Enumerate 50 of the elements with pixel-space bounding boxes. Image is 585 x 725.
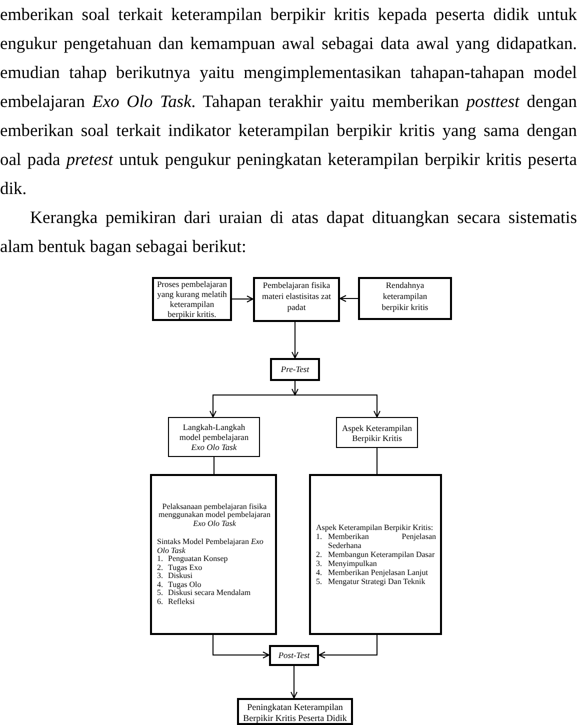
process-box: [150, 474, 277, 635]
paragraph-line: embelajaran Exo Olo Task. Tahapan terakhir yaitu memberikan posttest dengan: [0, 90, 577, 113]
arrow: [292, 322, 298, 358]
process-box: [269, 645, 319, 666]
list-item: 5. Mengatur Strategi Dan Teknik: [316, 577, 426, 586]
list-item: 2. Membangun Keterampilan Dasar: [316, 550, 436, 559]
paragraph-line: emberikan soal terkait keterampilan berpikir kritis kepada peserta didik untuk: [0, 3, 577, 26]
list-item: 1. Penguatan Konsep: [157, 555, 229, 564]
process-box: [358, 277, 452, 320]
paragraph-line: alam bentuk bagan sebagai berikut:: [0, 235, 248, 258]
connector-line: [376, 448, 378, 474]
arrow: [212, 634, 270, 658]
arrow: [232, 296, 254, 302]
arrow: [292, 380, 298, 396]
arrow: [210, 394, 296, 418]
arrow: [340, 295, 358, 302]
node-text: Post-Test: [277, 650, 311, 661]
list-item: 4. Tugas Olo: [157, 580, 202, 590]
paragraph-line: engukur pengetahuan dan kemampuan awal sebagai data awal yang didapatkan.: [0, 32, 577, 55]
list-item: 6. Refleksi: [157, 598, 196, 606]
paragraph-line: emberikan soal terkait indikator keterampilan berpikir kritis yang sama dengan: [0, 119, 577, 142]
node-text: Aspek Keterampilan Berpikir Kritis:: [316, 523, 434, 532]
paragraph-line: dik.: [0, 177, 28, 200]
node-text: Rendahnya keterampilan berpikir kritis: [380, 280, 430, 313]
arrow: [294, 394, 380, 418]
paragraph-line: Kerangka pemikiran dari uraian di atas dapat dituangkan secara sistematis: [30, 206, 577, 229]
node-text: Peningkatan Keterampilan Berpikir Kritis Peserta Didik: [242, 702, 348, 724]
node-text: Langkah-Langkah model pembelajaran Exo Olo Task: [178, 422, 250, 452]
node-text: Proses pembelajaran yang kurang melatih keterampilan berpikir kritis.: [156, 279, 228, 319]
paragraph-line: emudian tahap berikutnya yaitu mengimplementasikan tahapan-tahapan model: [0, 61, 577, 84]
paragraph-line: oal pada pretest untuk pengukur peningkatan keterampilan berpikir kritis peserta: [0, 148, 577, 171]
list-item: 2. Tugas Exo: [157, 564, 204, 572]
node-text: Sintaks Model Pembelajaran Exo Olo Task: [157, 538, 264, 556]
process-box: [309, 474, 442, 635]
list-item: 3. Diskusi: [157, 572, 194, 581]
process-box: [336, 417, 418, 448]
list-item: 3. Menyimpulkan: [316, 559, 378, 568]
node-text: Aspek Keterampilan Berpikir Kritis: [340, 422, 414, 442]
list-item: 5. Diskusi secara Mendalam: [157, 589, 252, 598]
arrow: [290, 666, 298, 698]
process-box: [253, 277, 340, 322]
process-box: [270, 358, 320, 381]
node-text: Pembelajaran fisika materi elastisitas zat padat: [261, 280, 332, 313]
process-box: [237, 698, 353, 725]
node-text: Pelaksanaan pembelajaran fisika menggunakan model pembelajaran Exo Olo Task: [158, 502, 272, 528]
list-item: 1. Memberikan Penjelasan Sederhana: [316, 532, 436, 550]
list-item: 4. Memberikan Penjelasan Lanjut: [316, 568, 429, 577]
process-box: [168, 417, 260, 457]
node-text: Pre-Test: [280, 364, 310, 375]
arrow: [318, 634, 378, 658]
